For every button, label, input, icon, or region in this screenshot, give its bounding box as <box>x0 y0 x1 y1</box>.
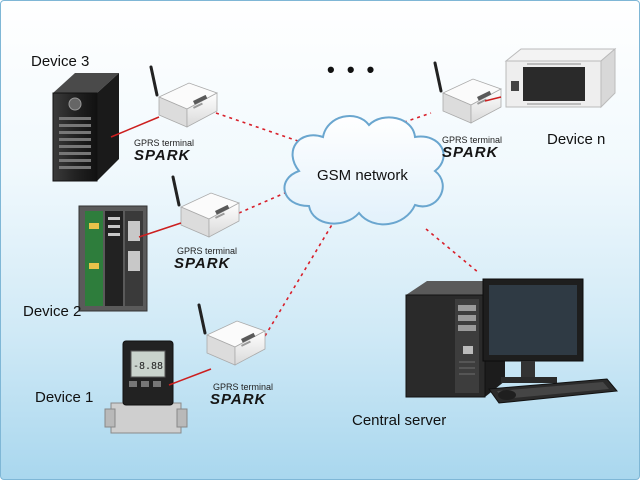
central-server-icon <box>405 278 618 404</box>
gsm-cloud-icon <box>283 115 445 226</box>
device-n-icon <box>504 47 617 109</box>
cable-device1 <box>168 368 212 386</box>
device-cables <box>110 96 502 386</box>
device2-label: Device 2 <box>23 303 82 320</box>
gprs-terminal-label-device2: GPRS terminal <box>177 246 238 256</box>
device1-icon: -8.88 <box>104 340 188 434</box>
gprs-terminal-label-device3: GPRS terminal <box>134 138 195 148</box>
svg-text:-8.88: -8.88 <box>133 361 163 372</box>
central-server-label: Central server <box>352 412 447 429</box>
device2-icon <box>78 205 148 312</box>
spark-brand-device2: SPARK <box>174 255 231 272</box>
device3-icon <box>52 73 119 182</box>
cable-device2 <box>138 222 182 238</box>
gprs-terminal-icon-device1 <box>197 303 267 367</box>
spark-brand-device3: SPARK <box>134 147 191 164</box>
link-device1 <box>264 222 334 337</box>
gprs-terminal-label-device-n: GPRS terminal <box>442 135 503 145</box>
gsm-network-label: GSM network <box>317 167 408 184</box>
gprs-terminal-icon-device-n <box>433 61 503 125</box>
link-server <box>425 228 480 274</box>
device1-label: Device 1 <box>35 389 94 406</box>
gprs-terminal-icon-device3 <box>149 65 219 129</box>
spark-brand-device-n: SPARK <box>442 144 499 161</box>
device3-label: Device 3 <box>31 53 90 70</box>
spark-brand-device1: SPARK <box>210 391 267 408</box>
gprs-terminal-icon-device2 <box>171 175 241 239</box>
cable-device-n <box>484 96 502 102</box>
cable-device3 <box>110 116 160 138</box>
link-device3 <box>215 112 299 142</box>
gprs-terminal-label-device1: GPRS terminal <box>213 382 274 392</box>
ellipsis-more-devices: • • • <box>327 57 378 82</box>
device-n-label: Device n <box>547 131 606 148</box>
